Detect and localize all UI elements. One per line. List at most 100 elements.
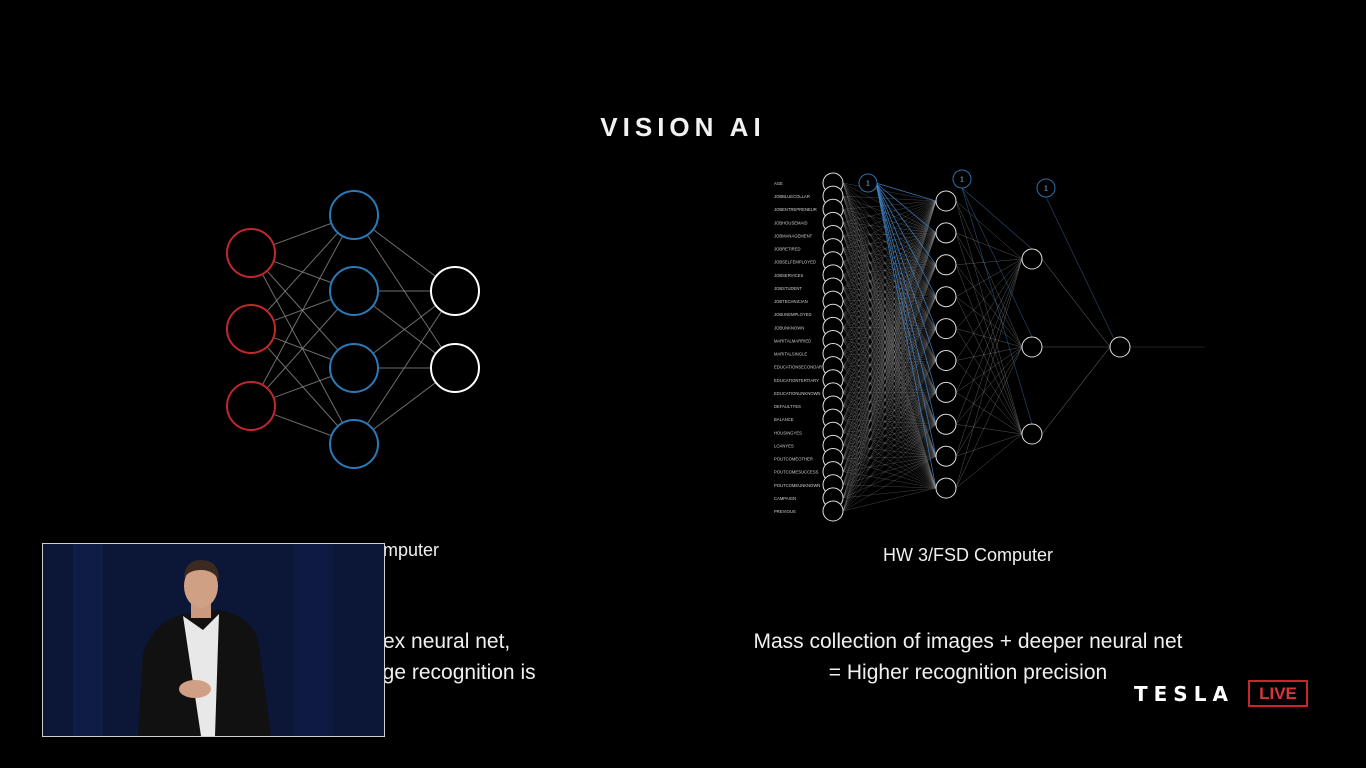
connection-line <box>842 182 937 297</box>
connection-line <box>842 487 937 499</box>
connection-line <box>842 456 937 459</box>
connection-line <box>842 456 937 472</box>
connection-line <box>842 222 937 297</box>
connection-line <box>842 379 937 393</box>
connection-line <box>842 222 937 329</box>
input-label: JOBHOUSEMAID <box>774 220 808 225</box>
hidden-node <box>935 381 957 403</box>
connection-line <box>842 314 937 489</box>
connection-line <box>842 418 937 489</box>
live-badge: LIVE <box>1248 680 1308 707</box>
input-label: EDUCATIONTERTIARY <box>774 378 819 383</box>
connection-line <box>842 360 937 380</box>
input-label: JOBTECHNICIAN <box>774 299 808 304</box>
input-label: JOBENTREPRENEUR <box>774 207 817 212</box>
connection-line <box>842 418 937 457</box>
input-label: JOBUNKNOWN <box>774 325 804 330</box>
input-node <box>226 228 276 278</box>
connection-line <box>842 248 937 393</box>
connection-line <box>842 327 937 457</box>
bias-connection-line <box>961 187 1033 425</box>
connection-line <box>955 360 1023 435</box>
connection-line <box>842 432 937 489</box>
connection-line <box>842 328 937 512</box>
presenter-image <box>43 544 384 736</box>
connection-line <box>842 314 937 393</box>
connection-line <box>842 379 937 425</box>
hidden-node <box>935 286 957 308</box>
connection-line <box>842 424 937 512</box>
connection-line <box>955 232 1023 435</box>
input-label: EDUCATIONUNKNOWN <box>774 391 820 396</box>
connection-line <box>842 209 937 361</box>
connection-line <box>842 261 937 393</box>
connection-line <box>955 328 1023 435</box>
connection-line <box>842 353 937 489</box>
connection-line <box>842 195 937 297</box>
output-node <box>430 343 480 393</box>
connection-line <box>842 392 937 425</box>
connection-line <box>842 200 937 407</box>
connection-line <box>842 196 937 361</box>
connection-line <box>842 261 937 361</box>
connection-line <box>842 484 937 489</box>
bias-node <box>858 173 878 193</box>
input-label: HOUSINGYES <box>774 430 802 435</box>
connection-line <box>842 424 937 433</box>
connection-line <box>842 200 937 433</box>
connection-line <box>842 200 937 341</box>
connection-line <box>842 327 937 393</box>
connection-line <box>842 300 937 457</box>
hidden-node <box>1021 248 1043 270</box>
connection-line <box>842 200 937 354</box>
connection-line <box>955 258 1023 425</box>
connection-line <box>955 346 1023 393</box>
connection-line <box>955 200 1023 348</box>
hidden-node <box>935 318 957 340</box>
input-label: AGE <box>774 181 783 186</box>
connection-line <box>955 258 1023 361</box>
connection-line <box>842 340 937 489</box>
bias-connection-line <box>961 187 1033 338</box>
connection-line <box>842 195 937 202</box>
connection-line <box>955 258 1023 297</box>
left-description-line2: age recognition is <box>371 661 536 684</box>
input-label: EDUCATIONSECONDARY <box>774 365 825 370</box>
hidden-node <box>935 222 957 244</box>
connection-line <box>842 392 937 512</box>
left-description-line1: ex neural net, <box>383 630 511 653</box>
connection-line <box>842 209 937 329</box>
bias-node <box>1036 178 1056 198</box>
connection-line <box>1041 346 1111 435</box>
input-label: JOBBLUECOLLAR <box>774 194 810 199</box>
input-label: POUTCOMEOTHER <box>774 457 813 462</box>
connection-line <box>842 264 937 512</box>
hidden-node <box>935 254 957 276</box>
connection-line <box>955 258 1023 266</box>
bias-connection-line <box>875 182 937 489</box>
connection-line <box>842 392 937 489</box>
connection-line <box>842 232 937 380</box>
connection-line <box>842 445 937 457</box>
input-label: BALANCE <box>774 417 794 422</box>
connection-line <box>955 296 1023 348</box>
presenter-video-feed <box>42 543 385 737</box>
input-label: CAMPAIGN <box>774 496 796 501</box>
connection-line <box>842 200 937 446</box>
connection-line <box>842 340 937 457</box>
connection-line <box>955 258 1023 489</box>
connection-line <box>842 418 937 425</box>
output-node <box>430 266 480 316</box>
connection-line <box>842 200 937 472</box>
connection-line <box>842 432 937 457</box>
right-description-line2: = Higher recognition precision <box>828 661 1108 684</box>
connection-line <box>842 300 937 425</box>
connection-line <box>842 405 937 457</box>
connection-line <box>842 353 937 457</box>
connection-line <box>842 235 937 297</box>
bias-connection-line <box>875 182 937 393</box>
input-label: POUTCOMEUNKNOWN <box>774 483 820 488</box>
connection-line <box>842 274 937 393</box>
connection-line <box>955 346 1023 361</box>
